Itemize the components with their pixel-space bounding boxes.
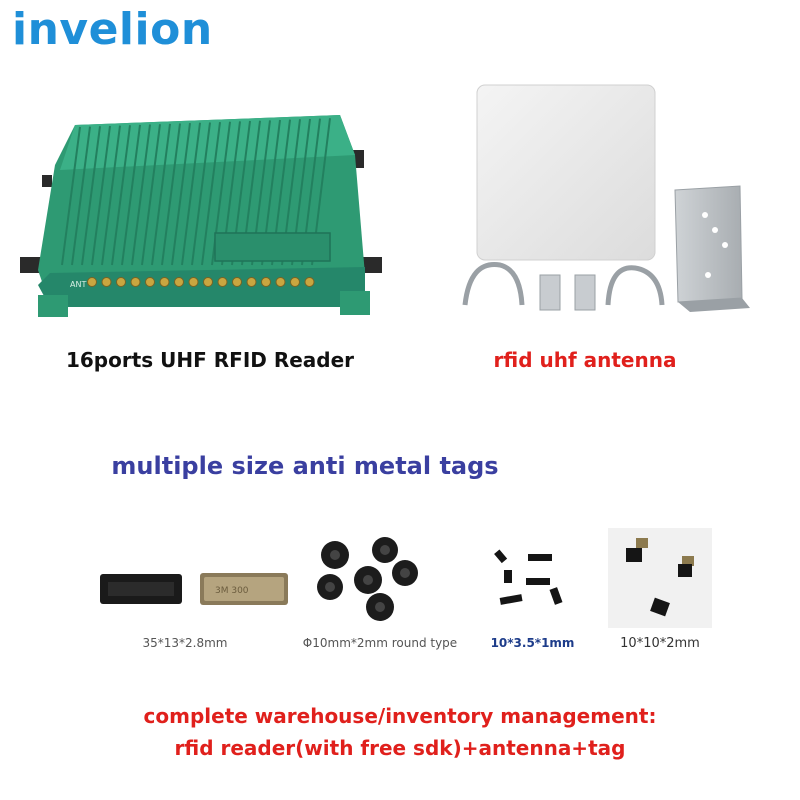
- reader-antenna-port: [87, 277, 97, 287]
- reader-fin: [191, 122, 211, 266]
- brand-logo: invelion: [12, 4, 213, 55]
- tag-caption-2: Φ10mm*2mm round type: [302, 636, 458, 650]
- tags-heading: multiple size anti metal tags: [111, 452, 499, 480]
- tag-print-text: 3M 300: [215, 586, 249, 596]
- antenna-caption: rfid uhf antenna: [493, 348, 677, 372]
- reader-fin: [151, 123, 171, 266]
- tag-square-image: [608, 528, 712, 628]
- tag-caption-4: 10*10*2mm: [620, 636, 700, 651]
- reader-antenna-port: [290, 277, 300, 287]
- reader-antenna-port: [101, 277, 112, 287]
- tag-rectangular-image: 3M 300: [100, 573, 288, 605]
- reader-fin: [81, 126, 101, 266]
- tag-round-image: [317, 537, 418, 621]
- tag-caption-3: 10*3.5*1mm: [490, 636, 575, 650]
- reader-fin: [111, 125, 131, 266]
- footer-line-2: rfid reader(with free sdk)+antenna+tag: [174, 736, 626, 760]
- reader-fin: [61, 126, 81, 266]
- reader-fin: [71, 126, 91, 266]
- reader-fin: [171, 123, 191, 266]
- reader-antenna-port: [116, 277, 126, 287]
- reader-antenna-port: [145, 277, 155, 287]
- tag-caption-1: 35*13*2.8mm: [142, 636, 228, 650]
- reader-antenna-port: [188, 277, 199, 287]
- reader-antenna-port: [159, 277, 170, 287]
- reader-antenna-port: [174, 277, 184, 287]
- reader-antenna-port: [304, 277, 315, 287]
- reader-antenna-port: [203, 277, 213, 287]
- rfid-antenna-image: [462, 84, 750, 312]
- reader-fin: [161, 123, 181, 266]
- reader-antenna-port: [261, 277, 271, 287]
- reader-fin: [131, 124, 151, 266]
- reader-fin: [91, 125, 111, 266]
- reader-fin: [201, 121, 221, 266]
- reader-antenna-port: [275, 277, 286, 287]
- reader-caption: 16ports UHF RFID Reader: [65, 348, 355, 372]
- reader-fin: [141, 124, 161, 266]
- reader-antenna-port: [130, 277, 141, 287]
- reader-antenna-port: [217, 277, 228, 287]
- reader-antenna-port: [232, 277, 242, 287]
- reader-port-label: ANT: [70, 280, 86, 289]
- reader-antenna-port: [246, 277, 257, 287]
- reader-fin: [121, 124, 141, 266]
- reader-fin: [101, 125, 121, 266]
- footer-line-1: complete warehouse/inventory management:: [143, 704, 657, 728]
- reader-fin: [181, 122, 201, 266]
- rfid-reader-image: ANT: [20, 115, 382, 317]
- tag-small-image: [494, 549, 563, 605]
